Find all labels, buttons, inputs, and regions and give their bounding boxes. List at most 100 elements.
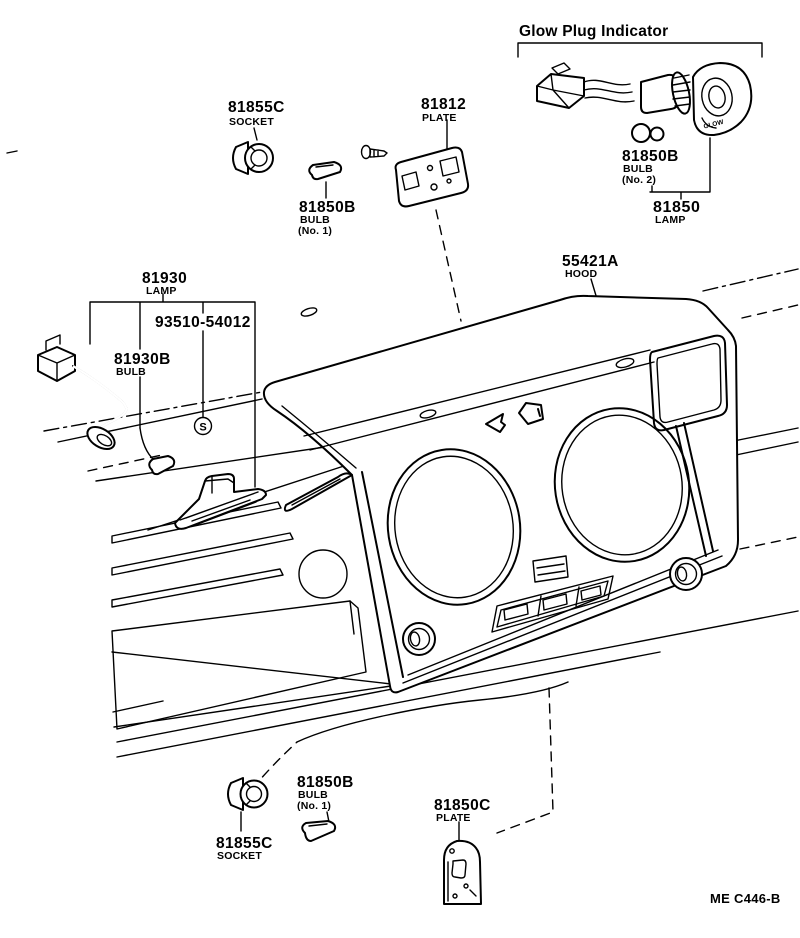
- label-bulb2-note: (No. 2): [622, 174, 656, 186]
- lower-dash-recess: [111, 600, 367, 730]
- label-screw-no: 93510-54012: [155, 314, 251, 331]
- screw-head: [360, 144, 372, 160]
- label-plate-bottom-name: PLATE: [436, 812, 471, 824]
- socket-bottom-leader: [240, 782, 251, 832]
- plate-81850c-hole-3: [452, 893, 458, 899]
- lower-short-line: [112, 700, 164, 713]
- socket-top-tab: [232, 141, 249, 175]
- label-socket-bottom-no: 81855C: [216, 835, 273, 852]
- hood-left-swoosh: [281, 405, 357, 506]
- harness-socket: [86, 425, 116, 451]
- dash-hole-circle: [298, 549, 348, 599]
- plate-dashed-leader: [496, 687, 554, 834]
- switch-opening-inner: [496, 580, 609, 628]
- socket-top-body: [244, 143, 274, 173]
- label-meter-bulb-name: BULB: [116, 366, 146, 378]
- meter-bulb: [148, 455, 176, 476]
- meter-lamp-housing: [174, 473, 267, 530]
- lower-dash-edge-a: [111, 651, 392, 685]
- plate-81812-hole-3: [446, 178, 452, 184]
- right-gauge-opening: [553, 407, 691, 563]
- center-vent-slot: [532, 555, 569, 583]
- right-knob-hole: [669, 557, 703, 591]
- label-plate-top-no: 81812: [421, 96, 466, 113]
- header-slot-2: [615, 357, 635, 369]
- plate-81850c-hole-2: [463, 883, 469, 889]
- plate-81850c-detail: [447, 859, 477, 902]
- harness-connector-detail: [37, 334, 76, 382]
- label-glow-lamp-name: LAMP: [655, 214, 686, 226]
- socket-top-inner: [250, 149, 268, 167]
- glow-lamp-bracket: [649, 137, 711, 200]
- meter-lamp-housing-detail: [179, 475, 259, 525]
- left-pillar-inner: [361, 471, 404, 678]
- harness-wire-highlight: [72, 364, 128, 432]
- label-plate-top-name: PLATE: [422, 112, 457, 124]
- screw-shaft: [369, 148, 388, 158]
- socket-bottom-tab: [227, 777, 244, 811]
- meter-lamp-bracket: [89, 293, 256, 488]
- glow-indicator-arc: [701, 117, 717, 129]
- switch-opening-dividers: [537, 586, 580, 617]
- plate-top-dashed-leader: [435, 209, 462, 322]
- hood-right-wing-inner: [656, 342, 722, 424]
- left-knob-hole: [402, 622, 436, 656]
- hood-right-wing: [649, 334, 728, 432]
- label-bulb1-bottom-no: 81850B: [297, 774, 354, 791]
- stray-mark: [6, 150, 18, 154]
- panel-dash-right-3: [739, 536, 799, 550]
- hood-left-flap: [283, 472, 353, 512]
- label-glow-lamp-no: 81850: [653, 199, 701, 216]
- centerline-right: [702, 268, 799, 292]
- socket-top-notches: [250, 146, 256, 170]
- lower-long-line-1: [116, 610, 799, 743]
- bulb-no2-base: [649, 126, 665, 142]
- roof-slot: [300, 307, 318, 317]
- bulb-no1-top: [308, 161, 343, 181]
- indicator-arrow-right: [518, 402, 544, 425]
- trim-slat-3: [111, 568, 284, 608]
- bulb-no1-top-leader: [315, 164, 334, 199]
- label-bulb1-bottom-name: BULB: [298, 789, 328, 801]
- label-socket-top-name: SOCKET: [229, 116, 274, 128]
- dash-panel-lines: [6, 150, 799, 758]
- label-hood-name: HOOD: [565, 268, 598, 280]
- labels: Glow Plug Indicator 81855C SOCKET 81850B…: [114, 23, 780, 906]
- label-meter-lamp-name: LAMP: [146, 285, 177, 297]
- socket-top-leader: [253, 127, 258, 141]
- label-hood-no: 55421A: [562, 253, 619, 270]
- label-bulb2-no: 81850B: [622, 148, 679, 165]
- plate-81812: [394, 146, 470, 208]
- hood-body: [262, 294, 739, 694]
- right-pillar: [675, 422, 714, 557]
- indicator-arrow-left: [485, 413, 506, 433]
- socket-bottom-body: [239, 779, 269, 809]
- lower-switch-opening: [491, 575, 614, 633]
- label-bulb2-name: BULB: [623, 163, 653, 175]
- screw-symbol-letter: S: [199, 422, 206, 434]
- glow-indicator-lens: [701, 77, 733, 117]
- label-meter-lamp-no: 81930: [142, 270, 187, 287]
- glow-plug-indicator-assembly: [517, 42, 763, 200]
- lower-dash-edge-b: [113, 685, 392, 728]
- plate-81812-hole-1: [426, 164, 434, 172]
- bracket-lines: [89, 293, 256, 488]
- bottom-parts: [227, 777, 482, 905]
- plate-81812-square-holes: [401, 156, 460, 191]
- title-bracket: [517, 42, 763, 58]
- meter-bulb-leader: [139, 427, 155, 461]
- label-bulb1-bottom-note: (No. 1): [297, 800, 331, 812]
- bulb-no1-bottom-detail: [308, 823, 328, 827]
- hood-header-lines: [303, 349, 655, 451]
- socket-bottom-inner: [245, 785, 263, 803]
- switch-opening-outer: [491, 575, 614, 633]
- lower-long-line-2: [116, 651, 661, 758]
- plate-81850c: [443, 839, 482, 905]
- panel-edge-left-2: [95, 442, 353, 482]
- recess-fold-line: [349, 600, 355, 635]
- bulb-no1-bottom: [301, 820, 337, 842]
- assembly-title: Glow Plug Indicator: [519, 23, 668, 40]
- left-gauge-opening: [386, 448, 522, 606]
